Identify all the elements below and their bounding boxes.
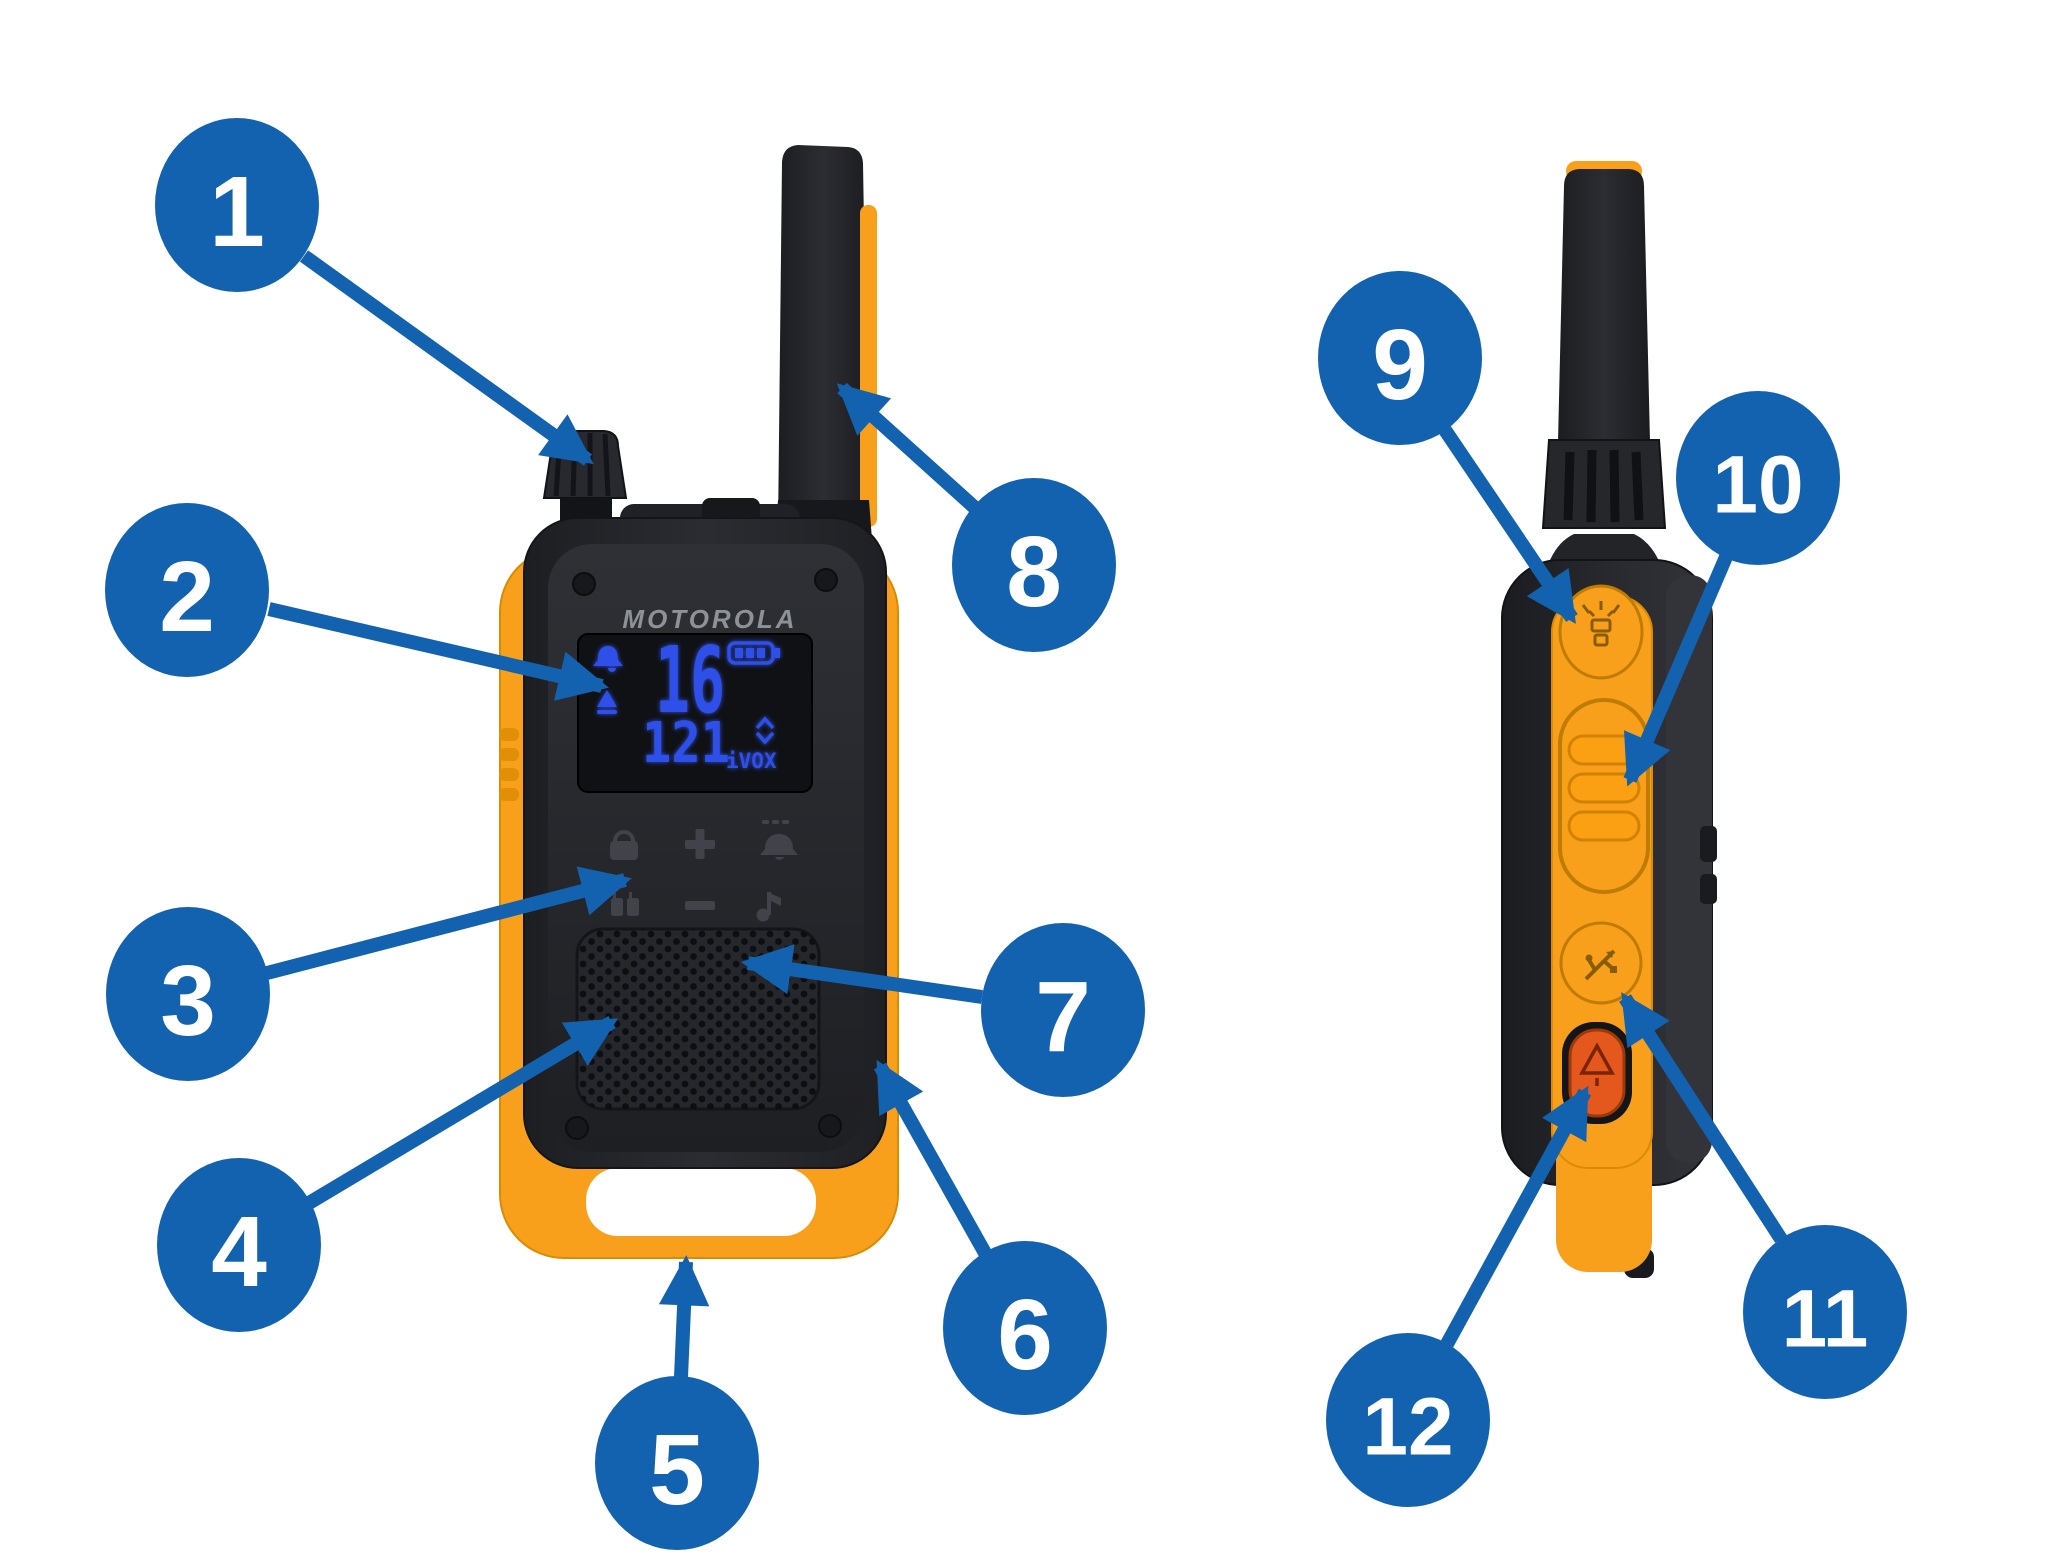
brand-logo: MOTOROLA [622,604,797,634]
callout-badge-6 [943,1241,1107,1415]
screws [565,568,842,1140]
svg-text:1: 1 [209,156,265,268]
call-tone-icon [760,820,798,860]
callout-2: 2 [105,503,609,701]
callout-10: 10 [1623,391,1840,787]
callout-1: 1 [155,118,594,466]
svg-text:10: 10 [1712,440,1803,531]
handle-opening [586,1168,816,1236]
scan-arrows-icon [755,716,775,745]
screw-icon [565,1116,589,1140]
callout-11: 11 [1619,992,1907,1399]
callout-badge-7 [981,923,1145,1097]
screw-icon [818,1114,842,1138]
svg-text:8: 8 [1006,516,1062,628]
callout-badge-8 [952,478,1116,652]
accessory-jack-covers [1700,826,1717,904]
side-antenna [1558,169,1650,442]
callout-badge-2 [105,503,269,677]
top-notch [702,498,760,522]
battery-icon [727,641,780,665]
callout-12: 12 [1326,1085,1592,1507]
callout-badge-5 [595,1376,759,1550]
collar-slots [1563,449,1644,523]
screw-icon [572,572,596,596]
keypad [610,820,798,922]
lcd-channel: 16 [655,627,725,734]
callout-badge-4 [157,1158,321,1332]
callout-badge-9 [1318,271,1482,445]
front-radio: MOTOROLA 16 121 iVOX [499,145,899,1259]
side-ridges [499,728,519,801]
usb-icon [1584,949,1617,981]
callout-badge-11 [1743,1225,1907,1399]
svg-text:3: 3 [160,945,216,1057]
antenna [778,145,869,530]
svg-text:5: 5 [649,1414,705,1526]
music-note-icon [756,892,781,922]
callout-badge-3 [106,907,270,1081]
callout-5: 5 [595,1254,759,1550]
svg-text:11: 11 [1782,1274,1869,1365]
side-radio [1501,161,1717,1278]
callout-3: 3 [106,866,632,1081]
svg-text:6: 6 [997,1279,1053,1391]
plus-icon [685,829,715,859]
lcd-window [577,633,813,793]
emergency-triangle-icon [1579,1042,1615,1086]
callout-4: 4 [157,1015,619,1332]
callout-8: 8 [836,382,1116,652]
callout-9: 9 [1318,271,1578,624]
svg-text:4: 4 [211,1196,267,1308]
antenna-orange-edge [860,205,877,527]
callout-badge-1 [155,118,319,292]
lock-icon [610,830,638,860]
svg-text:12: 12 [1362,1382,1453,1473]
lcd-vox-label: iVOX [726,749,777,773]
transmit-indicator-base [597,710,617,714]
svg-text:9: 9 [1372,309,1428,421]
lcd-content: 16 121 iVOX [593,627,780,776]
callouts: 1 2 3 4 5 6 7 [105,118,1907,1550]
speaker-grille-holes [577,929,819,1109]
ptt-ridges [1567,734,1641,842]
callout-7: 7 [741,923,1145,1097]
callout-6: 6 [873,1059,1107,1415]
svg-text:2: 2 [159,541,215,653]
screw-icon [814,568,838,592]
flashlight-icon [1581,601,1621,647]
side-front-edge [1666,575,1712,1163]
callout-badge-10 [1676,391,1840,565]
lcd-code: 121 [642,711,730,776]
minus-icon [685,901,715,910]
svg-text:7: 7 [1035,961,1091,1073]
side-antenna-collar [1541,439,1667,529]
callout-badge-12 [1326,1333,1490,1507]
